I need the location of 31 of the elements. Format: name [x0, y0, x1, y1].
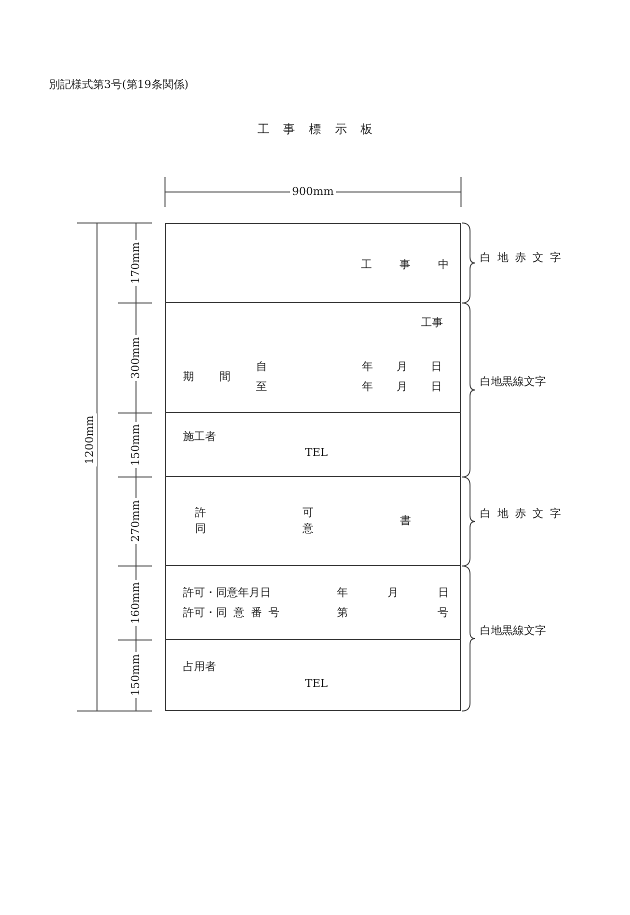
sign-section: [165, 302, 461, 413]
sign-section: [165, 565, 461, 640]
sign-text: 工事: [421, 316, 443, 330]
color-note: 白地黒線文字: [479, 624, 547, 638]
sign-text: 占用者: [183, 660, 216, 674]
dimension-label: 1200mm: [83, 414, 97, 466]
form-number: 別記様式第3号(第19条関係): [48, 78, 190, 92]
sign-section: [165, 476, 461, 566]
sign-text: TEL: [305, 446, 328, 460]
sign-text: TEL: [305, 677, 328, 691]
sign-text: 年 月 日: [337, 586, 449, 600]
color-note: 白地黒線文字: [479, 375, 547, 389]
sign-text: 第 号: [337, 606, 448, 620]
sign-text: 至: [256, 380, 267, 394]
sign-text: 許可・同 意 番 号: [183, 606, 280, 620]
sign-text: 書: [400, 514, 411, 528]
sign-section: [165, 639, 461, 711]
sign-text: 工 事 中: [361, 258, 449, 272]
sign-text: 自: [256, 360, 267, 374]
sign-text: 施工者: [183, 430, 216, 444]
sign-text: 年 月 日: [362, 380, 442, 394]
sign-section: [165, 223, 461, 303]
sign-text: 許可・同意年月日: [183, 586, 271, 600]
sign-text: 年 月 日: [362, 360, 442, 374]
color-note: 白 地 赤 文 字: [479, 507, 562, 521]
diagram-title: 工 事 標 示 板: [256, 121, 374, 138]
sign-text: 同 意: [195, 522, 314, 536]
sign-section: [165, 412, 461, 477]
sign-text: 期 間: [183, 370, 230, 384]
sign-text: 許 可: [195, 506, 314, 520]
color-note: 白 地 赤 文 字: [479, 251, 562, 265]
